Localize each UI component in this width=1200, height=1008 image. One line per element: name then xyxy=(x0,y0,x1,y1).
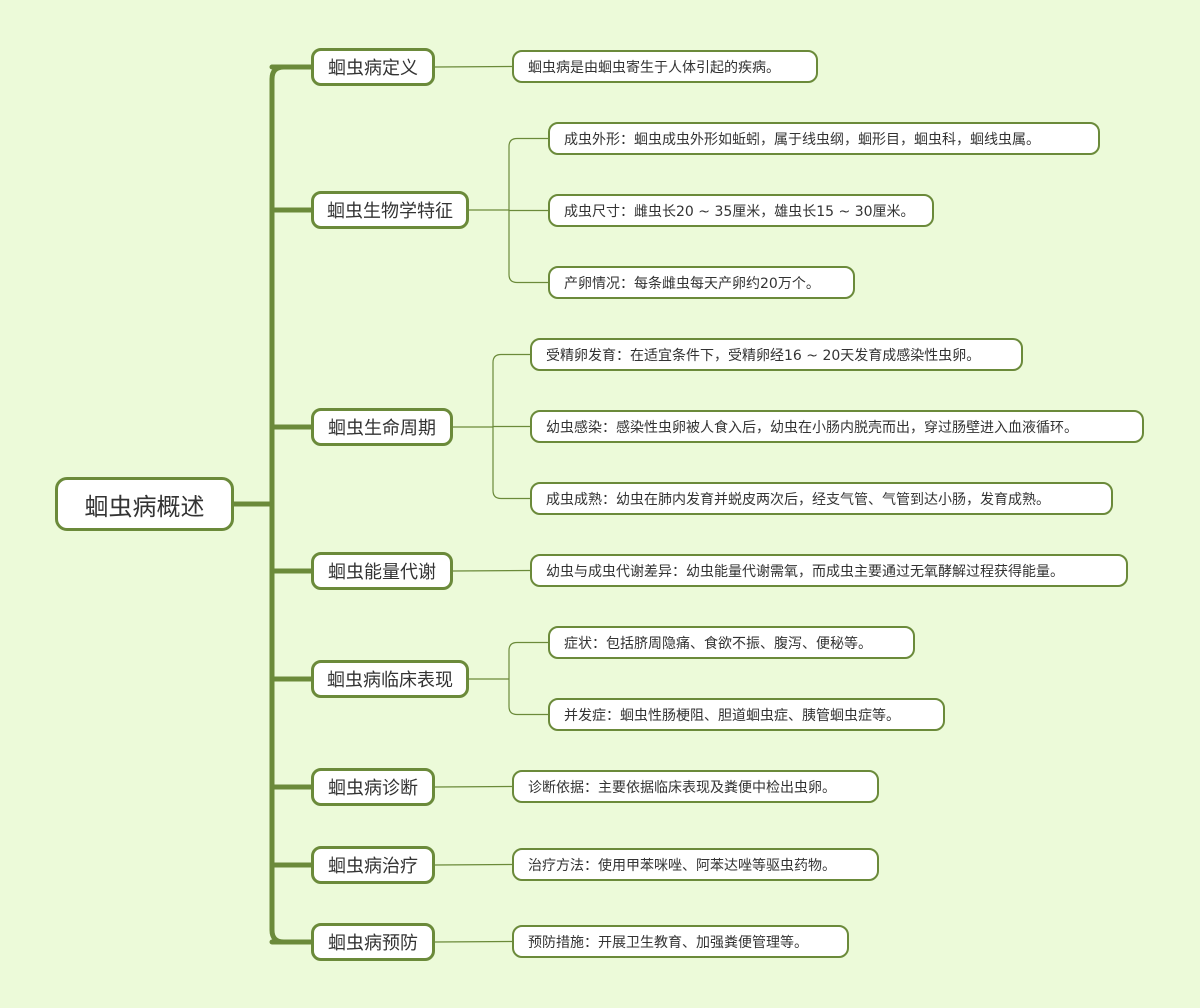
leaf-node[interactable]: 成虫尺寸：雌虫长20 ~ 35厘米，雄虫长15 ~ 30厘米。 xyxy=(548,194,934,227)
leaf-label: 成虫外形：蛔虫成虫外形如蚯蚓，属于线虫纲，蛔形目，蛔虫科，蛔线虫属。 xyxy=(564,131,1040,148)
branch-label: 蛔虫病治疗 xyxy=(328,856,418,877)
leaf-connector xyxy=(434,785,513,788)
leaf-label: 并发症：蛔虫性肠梗阻、胆道蛔虫症、胰管蛔虫症等。 xyxy=(564,707,900,724)
leaf-label: 症状：包括脐周隐痛、食欲不振、腹泻、便秘等。 xyxy=(564,635,872,652)
leaf-label: 成虫成熟：幼虫在肺内发育并蜕皮两次后，经支气管、气管到达小肠，发育成熟。 xyxy=(546,491,1050,508)
leaf-label: 蛔虫病是由蛔虫寄生于人体引起的疾病。 xyxy=(528,59,780,76)
leaf-connector xyxy=(434,65,513,68)
trunk-spine xyxy=(269,64,287,945)
branch-node[interactable]: 蛔虫病定义 xyxy=(311,48,435,86)
leaf-node[interactable]: 症状：包括脐周隐痛、食欲不振、腹泻、便秘等。 xyxy=(548,626,915,659)
branch-node[interactable]: 蛔虫病预防 xyxy=(311,923,435,961)
leaf-node[interactable]: 幼虫与成虫代谢差异：幼虫能量代谢需氧，而成虫主要通过无氧酵解过程获得能量。 xyxy=(530,554,1128,587)
leaf-node[interactable]: 蛔虫病是由蛔虫寄生于人体引起的疾病。 xyxy=(512,50,818,83)
leaf-label: 幼虫感染：感染性虫卵被人食入后，幼虫在小肠内脱壳而出，穿过肠壁进入血液循环。 xyxy=(546,419,1078,436)
branch-label: 蛔虫病定义 xyxy=(328,58,418,79)
leaf-node[interactable]: 成虫成熟：幼虫在肺内发育并蜕皮两次后，经支气管、气管到达小肠，发育成熟。 xyxy=(530,482,1113,515)
leaf-connector xyxy=(434,863,513,866)
branch-label: 蛔虫病预防 xyxy=(328,933,418,954)
leaf-label: 产卵情况：每条雌虫每天产卵约20万个。 xyxy=(564,275,820,292)
branch-label: 蛔虫能量代谢 xyxy=(328,562,436,583)
leaf-node[interactable]: 产卵情况：每条雌虫每天产卵约20万个。 xyxy=(548,266,855,299)
branch-node[interactable]: 蛔虫生物学特征 xyxy=(311,191,469,229)
leaf-node[interactable]: 受精卵发育：在适宜条件下，受精卵经16 ~ 20天发育成感染性虫卵。 xyxy=(530,338,1023,371)
root-node[interactable]: 蛔虫病概述 xyxy=(55,477,234,531)
root-label: 蛔虫病概述 xyxy=(84,492,205,521)
branch-node[interactable]: 蛔虫生命周期 xyxy=(311,408,453,446)
leaf-connector xyxy=(434,940,513,943)
leaf-node[interactable]: 预防措施：开展卫生教育、加强粪便管理等。 xyxy=(512,925,849,958)
leaf-label: 幼虫与成虫代谢差异：幼虫能量代谢需氧，而成虫主要通过无氧酵解过程获得能量。 xyxy=(546,563,1064,580)
branch-node[interactable]: 蛔虫病诊断 xyxy=(311,768,435,806)
leaf-label: 受精卵发育：在适宜条件下，受精卵经16 ~ 20天发育成感染性虫卵。 xyxy=(546,347,981,364)
branch-label: 蛔虫生命周期 xyxy=(328,418,436,439)
leaf-connector xyxy=(452,569,531,572)
branch-label: 蛔虫病临床表现 xyxy=(327,670,453,691)
leaf-node[interactable]: 幼虫感染：感染性虫卵被人食入后，幼虫在小肠内脱壳而出，穿过肠壁进入血液循环。 xyxy=(530,410,1144,443)
leaf-node[interactable]: 诊断依据：主要依据临床表现及粪便中检出虫卵。 xyxy=(512,770,879,803)
branch-node[interactable]: 蛔虫病治疗 xyxy=(311,846,435,884)
leaf-label: 诊断依据：主要依据临床表现及粪便中检出虫卵。 xyxy=(528,779,836,796)
leaf-node[interactable]: 并发症：蛔虫性肠梗阻、胆道蛔虫症、胰管蛔虫症等。 xyxy=(548,698,945,731)
leaf-label: 治疗方法：使用甲苯咪唑、阿苯达唑等驱虫药物。 xyxy=(528,857,836,874)
branch-node[interactable]: 蛔虫能量代谢 xyxy=(311,552,453,590)
leaf-connector xyxy=(508,641,549,716)
branch-label: 蛔虫生物学特征 xyxy=(327,201,453,222)
leaf-node[interactable]: 治疗方法：使用甲苯咪唑、阿苯达唑等驱虫药物。 xyxy=(512,848,879,881)
branch-label: 蛔虫病诊断 xyxy=(328,778,418,799)
leaf-node[interactable]: 成虫外形：蛔虫成虫外形如蚯蚓，属于线虫纲，蛔形目，蛔虫科，蛔线虫属。 xyxy=(548,122,1100,155)
branch-node[interactable]: 蛔虫病临床表现 xyxy=(311,660,469,698)
leaf-label: 预防措施：开展卫生教育、加强粪便管理等。 xyxy=(528,934,808,951)
leaf-label: 成虫尺寸：雌虫长20 ~ 35厘米，雄虫长15 ~ 30厘米。 xyxy=(564,203,915,220)
